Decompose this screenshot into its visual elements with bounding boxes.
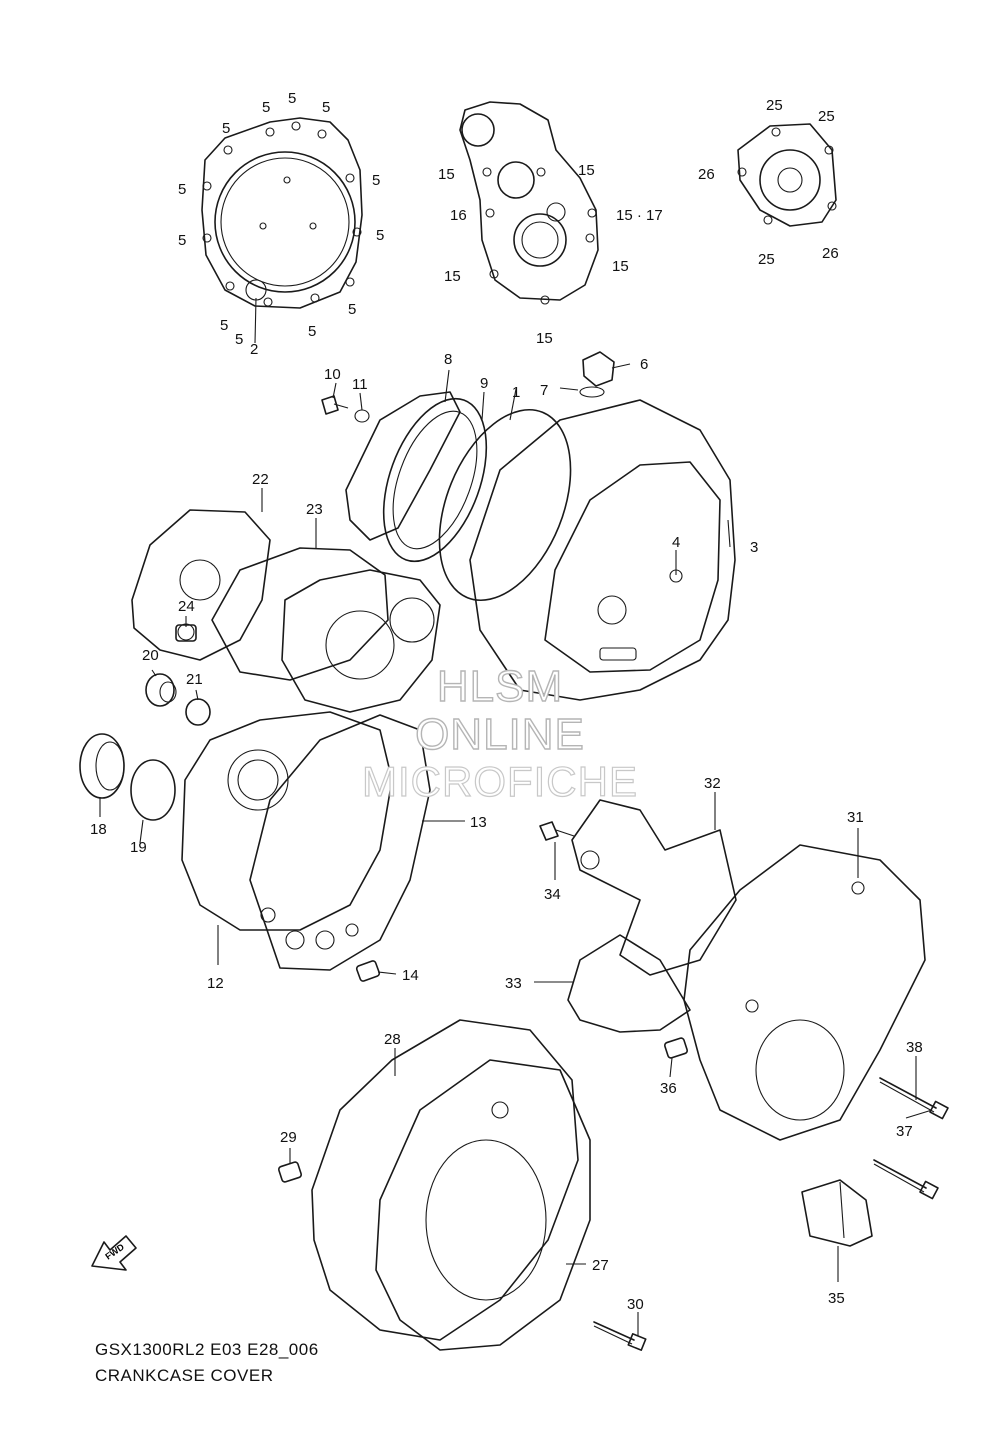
generator-housing-part xyxy=(281,569,441,713)
callout-14: 14 xyxy=(402,967,419,984)
oil-seal-20-part xyxy=(145,673,177,707)
diagram-model-code: GSX1300RL2 E03 E28_006 xyxy=(95,1340,319,1359)
callout-numbers: 5 5 5 5 5 5 5 5 5 5 5 5 2 15 15 16 15 · … xyxy=(90,90,923,1313)
bolt-38-part xyxy=(879,1077,949,1120)
callout-5: 5 xyxy=(262,99,270,116)
callout-28: 28 xyxy=(384,1031,401,1048)
dowel-pin-14-part xyxy=(355,960,381,982)
o-ring-19-part xyxy=(130,759,176,821)
callout-5: 5 xyxy=(178,232,186,249)
callout-27: 27 xyxy=(592,1257,609,1274)
callout-16: 16 xyxy=(450,207,467,224)
dowel-29-part xyxy=(277,1161,303,1183)
callout-19: 19 xyxy=(130,839,147,856)
crankcase-cover-12-part xyxy=(181,711,393,931)
callout-22: 22 xyxy=(252,471,269,488)
dowel-36-part xyxy=(663,1037,689,1059)
callout-32: 32 xyxy=(704,775,721,792)
callout-8: 8 xyxy=(444,351,452,368)
oil-filler-plug-part xyxy=(579,351,615,398)
callout-31: 31 xyxy=(847,809,864,826)
damper-35-part xyxy=(801,1179,873,1247)
callout-30: 30 xyxy=(627,1296,644,1313)
callout-7: 7 xyxy=(540,382,548,399)
callout-36: 36 xyxy=(660,1080,677,1097)
callout-38: 38 xyxy=(906,1039,923,1056)
cover-31-part xyxy=(683,844,926,1141)
clutch-cover-bolt-holes xyxy=(202,121,362,307)
callout-5: 5 xyxy=(322,99,330,116)
callout-24: 24 xyxy=(178,598,195,615)
callout-33: 33 xyxy=(505,975,522,992)
callout-15-17: 15 · 17 xyxy=(616,207,663,224)
callout-23: 23 xyxy=(306,501,323,518)
gasket-28-part xyxy=(311,1019,579,1341)
callout-15: 15 xyxy=(438,166,455,183)
callout-5: 5 xyxy=(220,317,228,334)
callout-5: 5 xyxy=(288,90,296,107)
callout-35: 35 xyxy=(828,1290,845,1307)
callout-15: 15 xyxy=(444,268,461,285)
starter-clutch-cover-part xyxy=(459,101,599,301)
bolt-37-part xyxy=(873,1159,939,1200)
callout-5: 5 xyxy=(222,120,230,137)
callout-15: 15 xyxy=(536,330,553,347)
callout-9: 9 xyxy=(480,375,488,392)
cover-gasket-23-part xyxy=(211,547,389,681)
plug-18-part xyxy=(79,733,125,799)
callout-25: 25 xyxy=(758,251,775,268)
gasket-13-part xyxy=(249,714,431,971)
gasket-disc-parts xyxy=(345,391,572,602)
callout-4: 4 xyxy=(672,534,680,551)
callout-25: 25 xyxy=(818,108,835,125)
callout-5: 5 xyxy=(348,301,356,318)
small-cover-part xyxy=(737,123,837,227)
callout-25: 25 xyxy=(766,97,783,114)
callout-5: 5 xyxy=(178,181,186,198)
callout-15: 15 xyxy=(612,258,629,275)
callout-34: 34 xyxy=(544,886,561,903)
starter-cover-bolt-holes xyxy=(482,167,597,305)
bolt-30-part xyxy=(593,1321,647,1351)
diagram-title: CRANKCASE COVER xyxy=(95,1366,274,1385)
callout-21: 21 xyxy=(186,671,203,688)
watermark-line-3: MICROFICHE xyxy=(361,757,638,805)
callout-5: 5 xyxy=(372,172,380,189)
callout-10: 10 xyxy=(324,366,341,383)
callout-26: 26 xyxy=(698,166,715,183)
water-pump-cover-part xyxy=(131,509,271,661)
callout-12: 12 xyxy=(207,975,224,992)
callout-5: 5 xyxy=(235,331,243,348)
watermark-line-2: ONLINE xyxy=(414,709,585,759)
clutch-case-gasket-part xyxy=(469,399,736,701)
bracket-32-part xyxy=(571,799,737,976)
callout-26: 26 xyxy=(822,245,839,262)
fwd-arrow-icon: FWD xyxy=(91,1235,137,1271)
callout-6: 6 xyxy=(640,356,648,373)
callout-3: 3 xyxy=(750,539,758,556)
callout-20: 20 xyxy=(142,647,159,664)
watermark-line-1: HLSM xyxy=(436,661,564,711)
callout-37: 37 xyxy=(896,1123,913,1140)
callout-1: 1 xyxy=(512,384,520,401)
crankcase-cover-27-part xyxy=(375,1059,591,1351)
callout-11: 11 xyxy=(352,376,368,393)
callout-5: 5 xyxy=(376,227,384,244)
callout-2: 2 xyxy=(250,341,258,358)
callout-29: 29 xyxy=(280,1129,297,1146)
bolt-34-part xyxy=(539,821,575,841)
gasket-33-part xyxy=(567,934,691,1033)
callout-13: 13 xyxy=(470,814,487,831)
leader-lines xyxy=(99,297,933,1336)
callout-15: 15 xyxy=(578,162,595,179)
callout-5: 5 xyxy=(308,323,316,340)
clutch-cover-part xyxy=(201,117,363,309)
callout-18: 18 xyxy=(90,821,107,838)
